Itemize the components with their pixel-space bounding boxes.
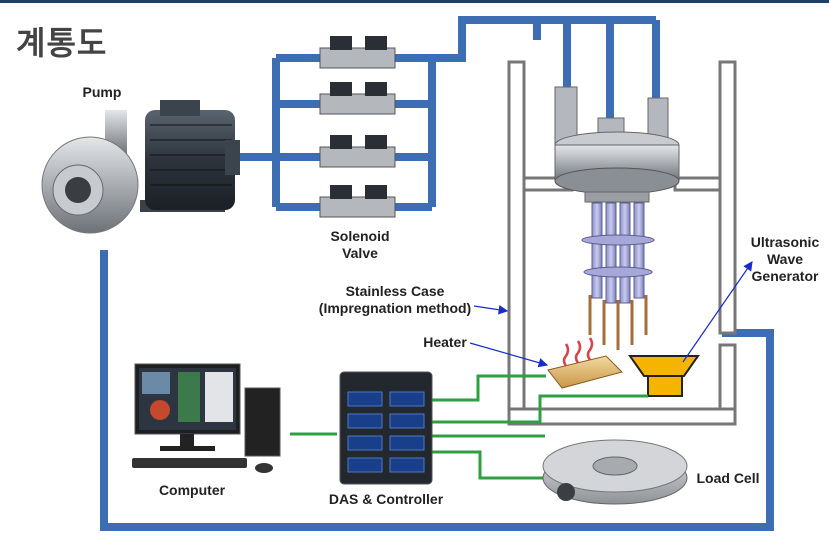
- load-cell-label: Load Cell: [696, 470, 760, 486]
- solenoid-valve-1: [319, 36, 396, 69]
- valve-inlet-manifold: [272, 54, 320, 211]
- supply-pipe: [432, 16, 656, 62]
- solenoid-valve-label-line2: Valve: [342, 245, 378, 261]
- ultrasonic-label-line2: Wave: [766, 251, 804, 267]
- stainless-case-label-line1: Stainless Case: [345, 283, 445, 299]
- valve-outlet-manifold: [395, 54, 436, 211]
- ultrasonic-label-line1: Ultrasonic: [750, 234, 820, 250]
- stainless-case-label-line2: (Impregnation method): [318, 300, 472, 316]
- solenoid-valve-label: Solenoid Valve: [320, 228, 400, 262]
- heater-link: [432, 374, 546, 402]
- generator-link: [432, 394, 648, 424]
- pipe-network: [100, 16, 774, 531]
- load-cell: [542, 439, 688, 505]
- solenoid-valve-2: [319, 82, 396, 115]
- loadcell-link: [432, 450, 545, 480]
- solenoid-valves: [319, 36, 396, 218]
- solenoid-valve-4: [319, 185, 396, 218]
- heater-label: Heater: [423, 334, 467, 350]
- callout-arrows: [469, 261, 753, 368]
- signal-lines: [290, 374, 648, 480]
- solenoid-valve-label-line1: Solenoid: [330, 228, 390, 244]
- stainless-case: [507, 60, 737, 426]
- ultrasonic-generator: [628, 355, 700, 397]
- ultrasonic-generator-label: Ultrasonic Wave Generator: [746, 234, 824, 285]
- probe-assembly: [554, 86, 680, 350]
- return-pipe: [100, 250, 774, 531]
- das-controller: [339, 371, 433, 485]
- das-controller-label: DAS & Controller: [328, 491, 444, 507]
- ultrasonic-label-line3: Generator: [751, 268, 819, 284]
- pump-label: Pump: [82, 84, 122, 100]
- computer: [132, 363, 281, 473]
- computer-label: Computer: [158, 482, 226, 498]
- heater: [547, 337, 623, 389]
- stainless-case-label: Stainless Case (Impregnation method): [312, 283, 478, 317]
- solenoid-valve-3: [319, 135, 396, 168]
- title-bar: [0, 0, 829, 3]
- pump: [41, 100, 240, 234]
- page-title: 계통도: [16, 24, 108, 62]
